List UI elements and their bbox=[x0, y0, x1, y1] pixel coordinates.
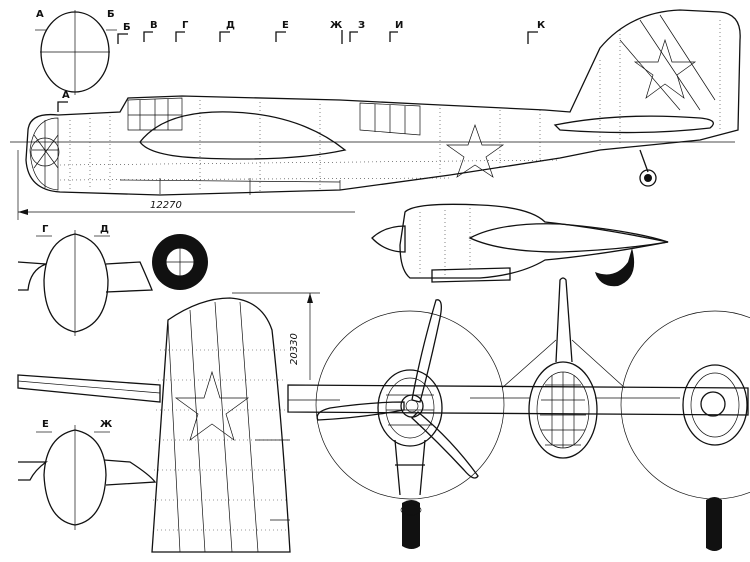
section-label-a: А bbox=[36, 9, 44, 20]
rear-cross-section: Е Ж bbox=[18, 419, 157, 530]
section-markers: А Б Б В Г Д Е Ж З И К bbox=[36, 9, 546, 44]
section-label-k: К bbox=[537, 20, 546, 31]
length-dimension: 12270 bbox=[150, 200, 182, 211]
section-label-i: И bbox=[395, 20, 403, 31]
wingspan-dimension: 20330 bbox=[289, 333, 300, 365]
nose-cross-section bbox=[35, 10, 117, 95]
mid-section-label-left: Г bbox=[42, 224, 49, 235]
nacelle-side-view bbox=[371, 203, 669, 287]
rear-section-label-right: Ж bbox=[100, 419, 113, 430]
front-view bbox=[287, 277, 750, 551]
section-label-b: Б bbox=[107, 9, 115, 20]
section-label-b2: Б bbox=[123, 22, 131, 33]
section-label-e: Е bbox=[282, 20, 289, 31]
nose-section-marker: А bbox=[62, 90, 70, 101]
wing-profile-strip bbox=[17, 374, 161, 403]
section-label-d: Д bbox=[226, 20, 235, 31]
wheel-section bbox=[152, 234, 208, 290]
mid-section-label-right: Д bbox=[100, 224, 109, 235]
section-label-zh: Ж bbox=[330, 20, 343, 31]
side-view: А 12270 bbox=[10, 9, 741, 220]
rear-section-label-left: Е bbox=[42, 419, 49, 430]
section-label-z: З bbox=[358, 20, 365, 31]
section-label-g: Г bbox=[182, 20, 189, 31]
section-label-v: В bbox=[150, 20, 158, 31]
mid-cross-section: Г Д bbox=[17, 224, 153, 336]
wing-plan-view: 20330 bbox=[151, 292, 320, 553]
